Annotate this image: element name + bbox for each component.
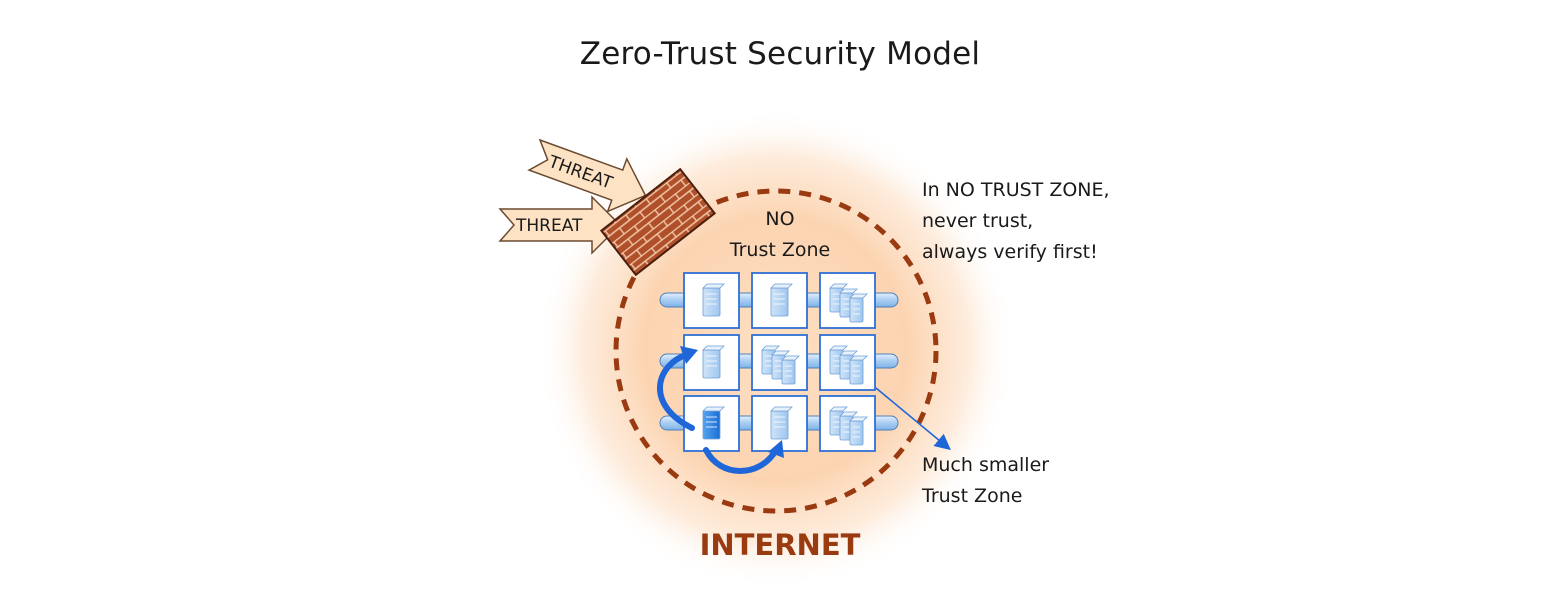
server-icon: [770, 406, 793, 440]
no-trust-zone-note: In NO TRUST ZONE, never trust, always ve…: [922, 179, 1110, 263]
server-icon: [702, 283, 725, 317]
server-cluster-icon: [761, 345, 800, 385]
internet-label: INTERNET: [699, 528, 861, 562]
server-cluster-icon: [829, 283, 868, 323]
server-cell: [683, 334, 740, 391]
trust-zone-pointer: [875, 387, 951, 451]
no-trust-zone-label: NO Trust Zone: [729, 208, 831, 261]
server-cell: [819, 395, 876, 452]
server-cluster-icon: [829, 345, 868, 385]
server-cell: [751, 334, 808, 391]
no-trust-zone-boundary: [613, 188, 939, 514]
threat-label-lower: THREAT: [515, 216, 583, 236]
curved-arrow-up: [657, 351, 695, 431]
server-cell: [819, 334, 876, 391]
server-cell: [683, 272, 740, 329]
server-cell: [819, 272, 876, 329]
server-icon: [702, 345, 725, 379]
server-cell: [751, 395, 808, 452]
server-cell: [683, 395, 740, 452]
server-icon: [702, 406, 725, 440]
curved-arrow-right-head: [768, 440, 784, 458]
server-cluster-icon: [829, 406, 868, 446]
server-grid: [683, 272, 876, 452]
curved-arrow-up-head: [680, 346, 698, 364]
server-cell: [751, 272, 808, 329]
trust-movement-arrows: [657, 346, 784, 474]
page-title: Zero-Trust Security Model: [579, 36, 981, 72]
threat-arrow-lower: THREAT: [498, 195, 622, 255]
smaller-trust-zone-note: Much smaller Trust Zone: [922, 454, 1050, 507]
curved-arrow-right: [703, 447, 779, 474]
firewall-icon: [599, 167, 717, 277]
server-icon: [770, 283, 793, 317]
